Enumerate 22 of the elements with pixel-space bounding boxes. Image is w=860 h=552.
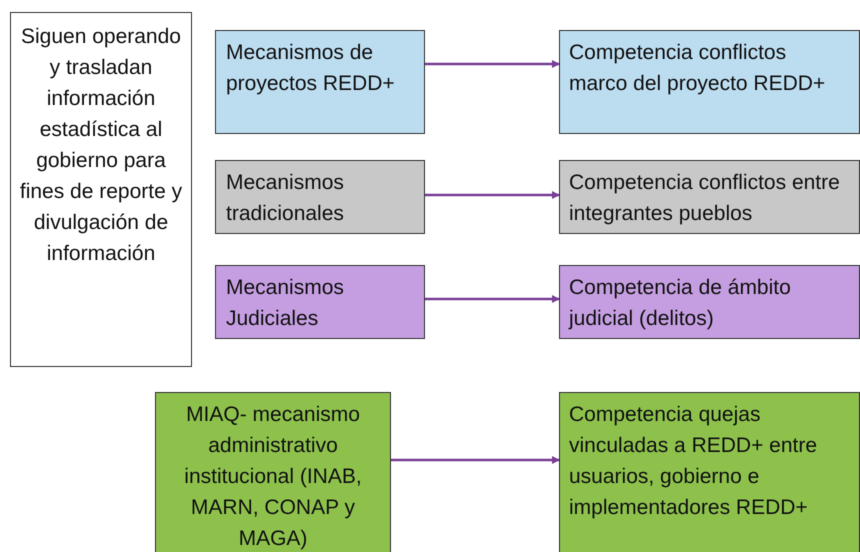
- process-box: [559, 265, 860, 339]
- note-box: [10, 12, 192, 367]
- process-box: [215, 160, 425, 234]
- arrow: [391, 456, 560, 464]
- process-box: [215, 30, 425, 134]
- box-text: Siguen operando y trasladan información estadística al gobierno para fines de reporte y divulgación de información: [18, 24, 184, 267]
- arrow: [425, 295, 560, 303]
- box-text: Competencia conflictos entre integrantes pueblos: [569, 170, 841, 227]
- arrow: [425, 191, 560, 199]
- process-box: [559, 160, 860, 234]
- box-text: Mecanismos de proyectos REDD+: [226, 40, 396, 97]
- box-text: Competencia de ámbito judicial (delitos): [569, 275, 792, 332]
- box-text: Competencia quejas vinculadas a REDD+ entre usuarios, gobierno e implementadores REDD+: [569, 402, 818, 521]
- process-box: [215, 265, 425, 339]
- box-text: Competencia conflictos marco del proyecto REDD+: [569, 40, 826, 97]
- arrow: [425, 60, 560, 68]
- box-text: Mecanismos Judiciales: [226, 275, 345, 332]
- process-box: [559, 30, 860, 134]
- box-text: Mecanismos tradicionales: [226, 170, 345, 227]
- process-box: [559, 392, 860, 552]
- process-box: [155, 392, 391, 552]
- box-text: MIAQ- mecanismo administrativo institucional (INAB, MARN, CONAP y MAGA): [183, 402, 363, 552]
